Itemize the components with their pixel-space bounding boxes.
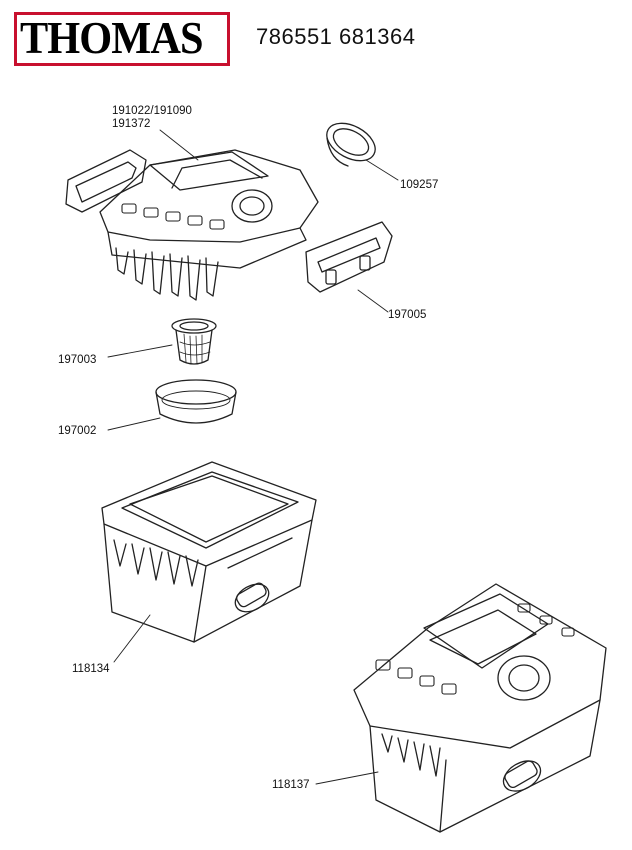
- cover-flap-drawing: [65, 149, 147, 213]
- top-cover-drawing: [99, 149, 319, 301]
- filter-ring-drawing: [155, 379, 237, 424]
- label-water-tank: 118134: [72, 663, 110, 675]
- label-top-cover: 191022/191090 191372: [112, 105, 192, 131]
- label-filter-cartridge: 197003: [58, 354, 97, 366]
- logo-wordmark: THOMAS: [20, 12, 204, 63]
- logo-frame: [14, 12, 230, 66]
- label-seal-ring: 109257: [400, 179, 439, 191]
- label-top-cover-line-2: 191372: [112, 118, 151, 130]
- seal-ring-drawing: [326, 122, 376, 167]
- label-top-cover-line-1: 191022/191090: [112, 105, 192, 117]
- thomas-logo: THOMAS: [14, 12, 230, 66]
- tank-assembly-drawing: [353, 583, 607, 833]
- leader-lines: [107, 129, 399, 785]
- label-tank-assembly: 118137: [272, 779, 310, 791]
- label-handle: 197005: [388, 309, 427, 321]
- article-numbers: 786551 681364: [256, 24, 416, 49]
- water-tank-drawing: [101, 461, 317, 643]
- handle-drawing: [305, 221, 393, 293]
- filter-cartridge-drawing: [171, 318, 217, 365]
- label-filter-ring: 197002: [58, 425, 97, 437]
